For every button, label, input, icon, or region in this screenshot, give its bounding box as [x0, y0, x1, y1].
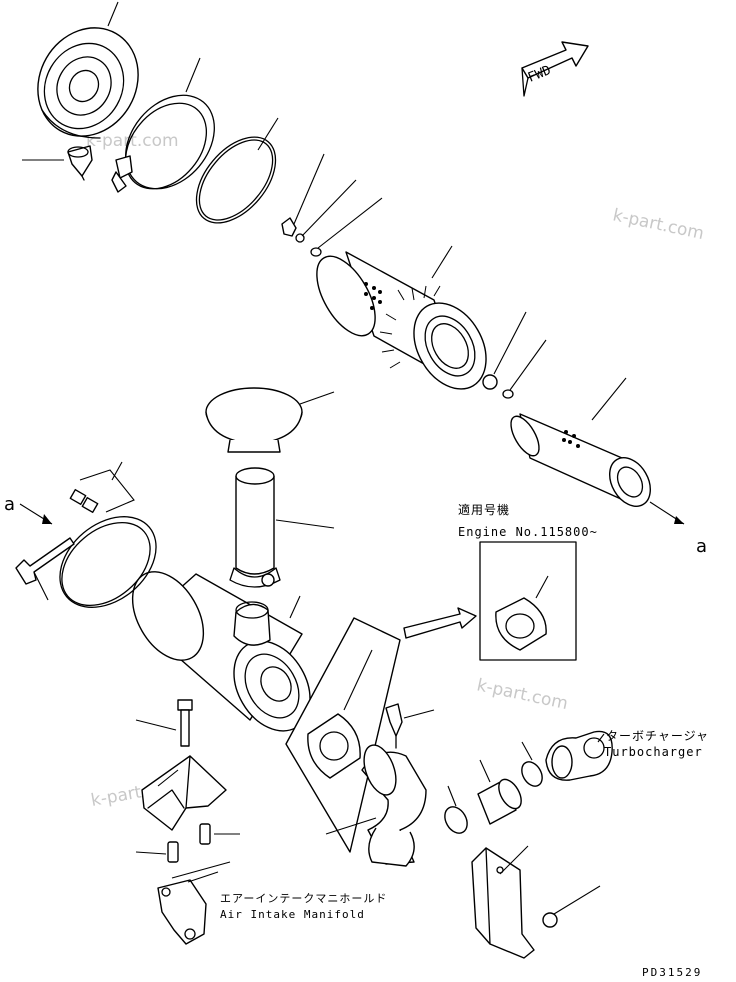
- applicability-box: [479, 541, 577, 661]
- leader-line: [591, 377, 627, 421]
- leader-line: [509, 339, 547, 391]
- gasket-panel: [285, 617, 401, 853]
- leader-line: [157, 769, 179, 787]
- reference-mark-left: a: [4, 494, 15, 515]
- leader-line: [343, 649, 373, 711]
- leader-line: [325, 817, 377, 835]
- evacuator-valve: [67, 145, 93, 181]
- leader-line: [535, 575, 549, 599]
- engine-number-label: Engine No.115800~: [458, 525, 598, 539]
- leader-line: [447, 785, 457, 807]
- watermark: k-part.com: [475, 675, 570, 714]
- leader-line: [479, 759, 491, 783]
- turbocharger-label-en: Turbocharger: [604, 745, 703, 759]
- spacer: [167, 823, 211, 863]
- clamp-bolt: [15, 537, 75, 585]
- leader-line: [135, 719, 177, 731]
- leader-line: [493, 311, 527, 375]
- reference-mark-right: a: [696, 536, 707, 557]
- leader-line: [597, 733, 605, 743]
- outer-filter-element: [316, 251, 487, 390]
- restriction-indicator: [385, 703, 403, 749]
- turbocharger-label-jp: ターボチャージャ: [606, 729, 709, 743]
- gasket-detail: [495, 597, 547, 651]
- intake-elbow: [361, 744, 427, 867]
- air-cleaner-bracket: [141, 755, 227, 831]
- leader-line: [499, 845, 529, 875]
- forward-direction-arrow: FWD: [521, 41, 589, 97]
- element-nut: [482, 374, 514, 399]
- leader-line: [299, 391, 335, 405]
- mounting-bolt: [177, 699, 193, 747]
- leader-bracket: [79, 469, 135, 513]
- leader-line: [185, 57, 201, 93]
- leader-line: [403, 709, 435, 719]
- wing-nut: [281, 217, 322, 257]
- detail-arrow: [403, 607, 477, 639]
- applicability-title: 適用号機: [458, 502, 510, 517]
- watermark: k-part.com: [611, 205, 706, 244]
- mounting-band: [59, 488, 157, 608]
- leader-line: [521, 741, 533, 761]
- hose-clamp-lower: [444, 806, 468, 834]
- o-ring: [195, 136, 277, 224]
- leader-line: [553, 885, 601, 915]
- leader-line: [111, 461, 123, 481]
- leader-line: [171, 861, 231, 883]
- leader-line: [431, 245, 453, 279]
- leader-line: [275, 519, 335, 529]
- leader-line: [293, 153, 325, 225]
- leader-line: [317, 197, 383, 249]
- inner-filter-element: [510, 413, 651, 507]
- hose-clamp-upper: [521, 761, 543, 787]
- manifold-flange: [157, 879, 207, 945]
- band-clamp: [111, 94, 215, 193]
- leader-line: [135, 851, 167, 855]
- drawing-code: PD31529: [642, 966, 702, 979]
- precleaner-cap: [205, 387, 303, 453]
- leader-line: [301, 179, 357, 237]
- leader-line: [257, 117, 279, 151]
- leader-line: [33, 571, 49, 601]
- support-bracket: [471, 847, 535, 959]
- leader-line: [289, 595, 301, 619]
- watermark: k-part.com: [86, 131, 179, 151]
- intake-pipe: [229, 467, 281, 588]
- turbocharger: [545, 730, 613, 781]
- rubber-hose: [477, 778, 522, 825]
- manifold-label-jp: エアーインテークマニホールド: [220, 892, 387, 905]
- air-cleaner-housing: [131, 571, 311, 732]
- leader-line: [107, 1, 119, 27]
- air-cleaner-cover: [37, 27, 139, 139]
- manifold-label-en: Air Intake Manifold: [220, 908, 365, 921]
- bracket-nut: [542, 912, 558, 928]
